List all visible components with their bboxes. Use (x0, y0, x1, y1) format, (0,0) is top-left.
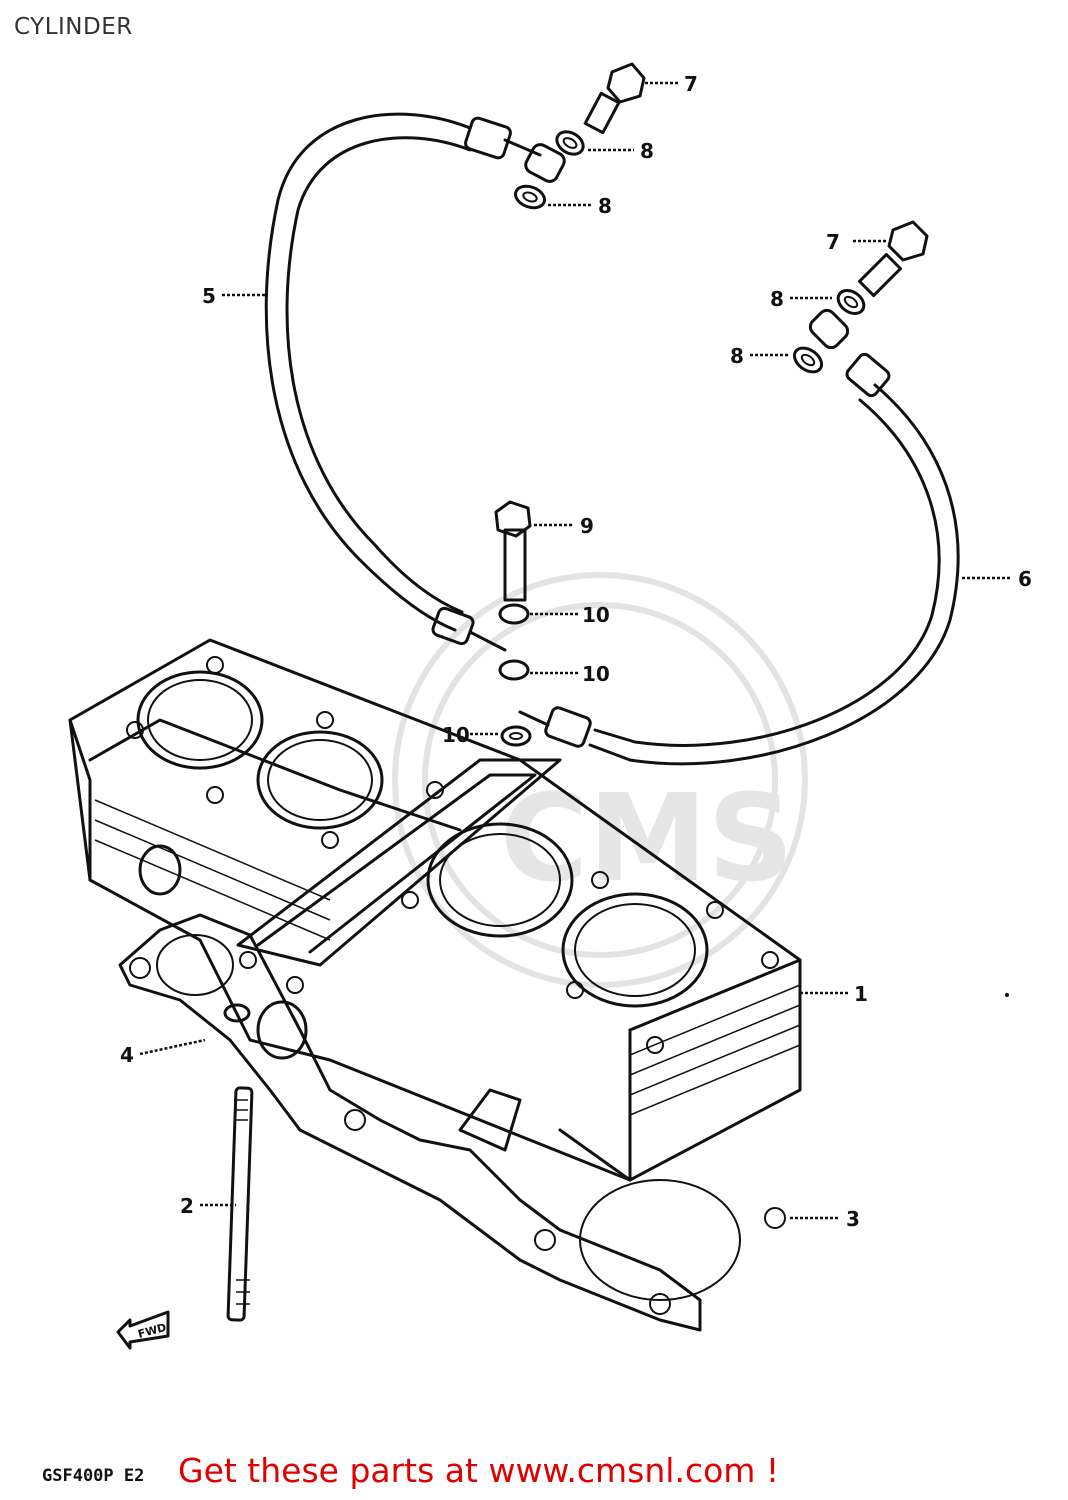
oil-hose-5[interactable] (264, 112, 567, 652)
washer-10-a[interactable] (498, 603, 530, 625)
promo-link[interactable]: Get these parts at www.cmsnl.com ! (178, 1451, 780, 1490)
washer-8-c[interactable] (834, 286, 868, 318)
cylinder-block-1[interactable] (68, 638, 802, 1182)
callout-7-upper: 7 (684, 72, 698, 96)
callout-4: 4 (120, 1043, 134, 1067)
oil-hose-6[interactable] (518, 307, 960, 766)
dowel-pin-4[interactable] (223, 1003, 251, 1023)
washer-8-a[interactable] (553, 127, 587, 158)
callout-8-c: 8 (770, 287, 784, 311)
washer-8-b[interactable] (512, 182, 547, 211)
callout-8-d: 8 (730, 344, 744, 368)
watermark-text: CMS (500, 770, 794, 909)
forward-arrow-icon: FWD (116, 1310, 170, 1350)
washer-8-d[interactable] (790, 343, 826, 377)
cylinder-base-gasket-3[interactable] (118, 913, 786, 1332)
page-title: CYLINDER (14, 14, 133, 40)
washer-10-b[interactable] (498, 659, 530, 681)
callout-2: 2 (180, 1194, 194, 1218)
stray-dot (1005, 993, 1009, 997)
callout-7-lower: 7 (826, 230, 840, 254)
callout-9: 9 (580, 514, 594, 538)
washer-10-c[interactable] (500, 725, 532, 747)
leader-lines (139, 81, 1012, 1220)
callout-8-b: 8 (598, 194, 612, 218)
union-bolt-9[interactable] (494, 500, 532, 602)
model-code: GSF400P E2 (42, 1466, 145, 1486)
callout-5: 5 (202, 284, 216, 308)
callout-8-a: 8 (640, 139, 654, 163)
banjo-bolt-7-lower[interactable] (857, 220, 929, 298)
callout-3: 3 (846, 1207, 860, 1231)
banjo-bolt-7-upper[interactable] (583, 62, 646, 135)
cylinder-stud-2[interactable] (226, 1086, 254, 1322)
callout-6: 6 (1018, 567, 1032, 591)
callout-10-a: 10 (582, 603, 610, 627)
callout-10-b: 10 (582, 662, 610, 686)
callout-10-c: 10 (442, 723, 470, 747)
callout-1: 1 (854, 982, 868, 1006)
